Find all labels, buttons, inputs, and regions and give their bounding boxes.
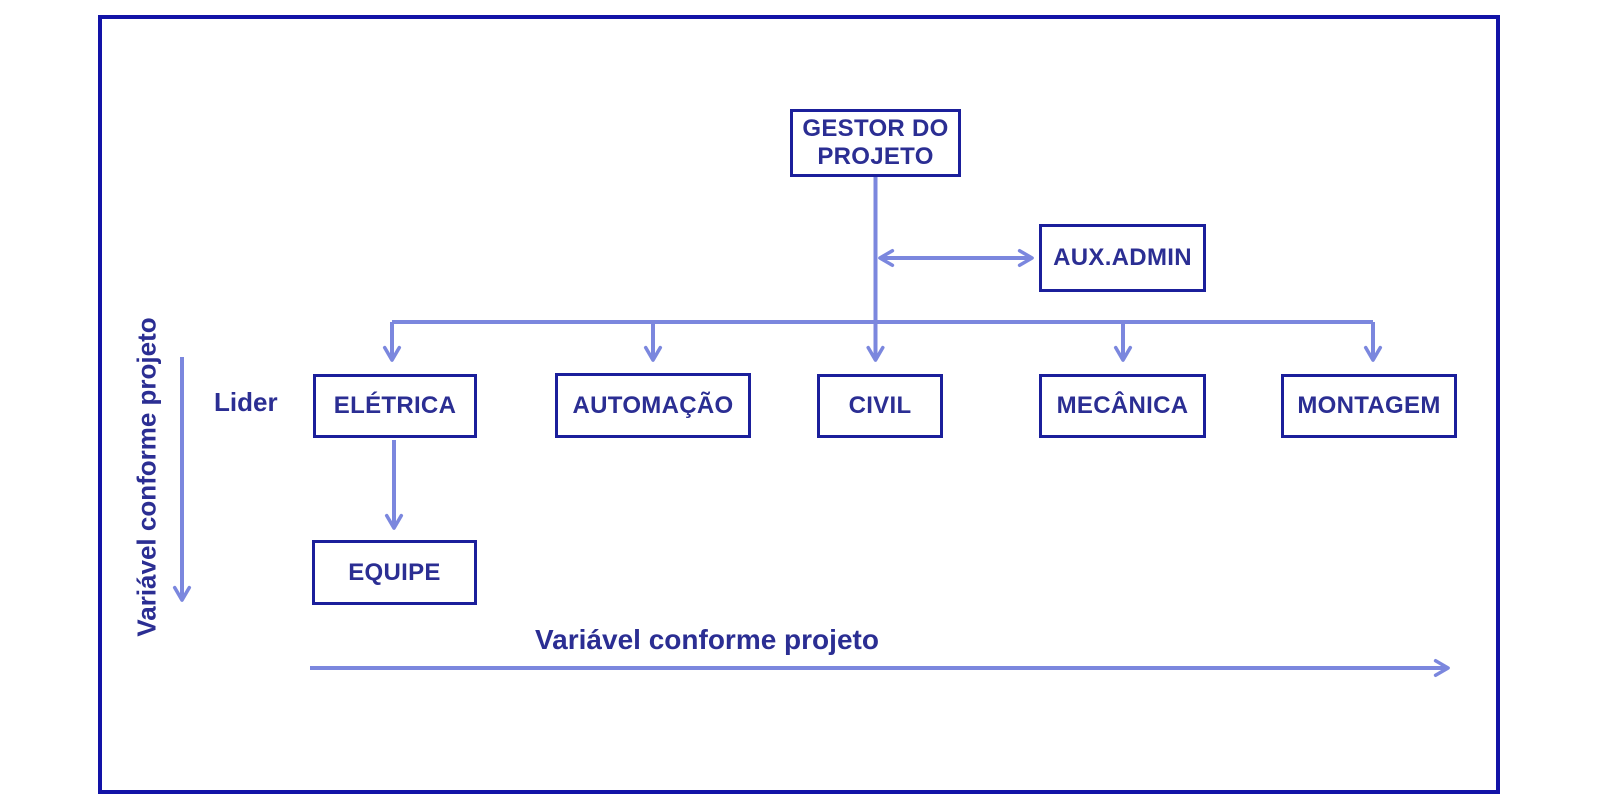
org-node-eletrica: ELÉTRICA xyxy=(313,374,477,438)
org-node-automacao: AUTOMAÇÃO xyxy=(555,373,751,438)
vertical-variability-note: Variável conforme projeto xyxy=(131,317,162,637)
leader-label: Lider xyxy=(214,387,278,417)
org-node-aux-admin: AUX.ADMIN xyxy=(1039,224,1206,292)
org-node-label: GESTOR DO PROJETO xyxy=(802,115,949,170)
org-node-gestor-do-projeto: GESTOR DO PROJETO xyxy=(790,109,961,177)
org-node-label: EQUIPE xyxy=(348,558,441,586)
org-node-label: AUTOMAÇÃO xyxy=(572,391,734,419)
horizontal-variability-note: Variável conforme projeto xyxy=(535,624,879,655)
org-node-equipe: EQUIPE xyxy=(312,540,477,605)
org-node-label: AUX.ADMIN xyxy=(1053,244,1192,272)
outer-frame xyxy=(98,15,1500,794)
org-node-label: MONTAGEM xyxy=(1297,392,1441,420)
org-node-mecanica: MECÂNICA xyxy=(1039,374,1206,438)
org-node-label: ELÉTRICA xyxy=(333,392,457,420)
org-node-label: CIVIL xyxy=(848,392,912,420)
org-node-montagem: MONTAGEM xyxy=(1281,374,1457,438)
org-node-label: MECÂNICA xyxy=(1056,392,1189,420)
org-node-civil: CIVIL xyxy=(817,374,943,438)
